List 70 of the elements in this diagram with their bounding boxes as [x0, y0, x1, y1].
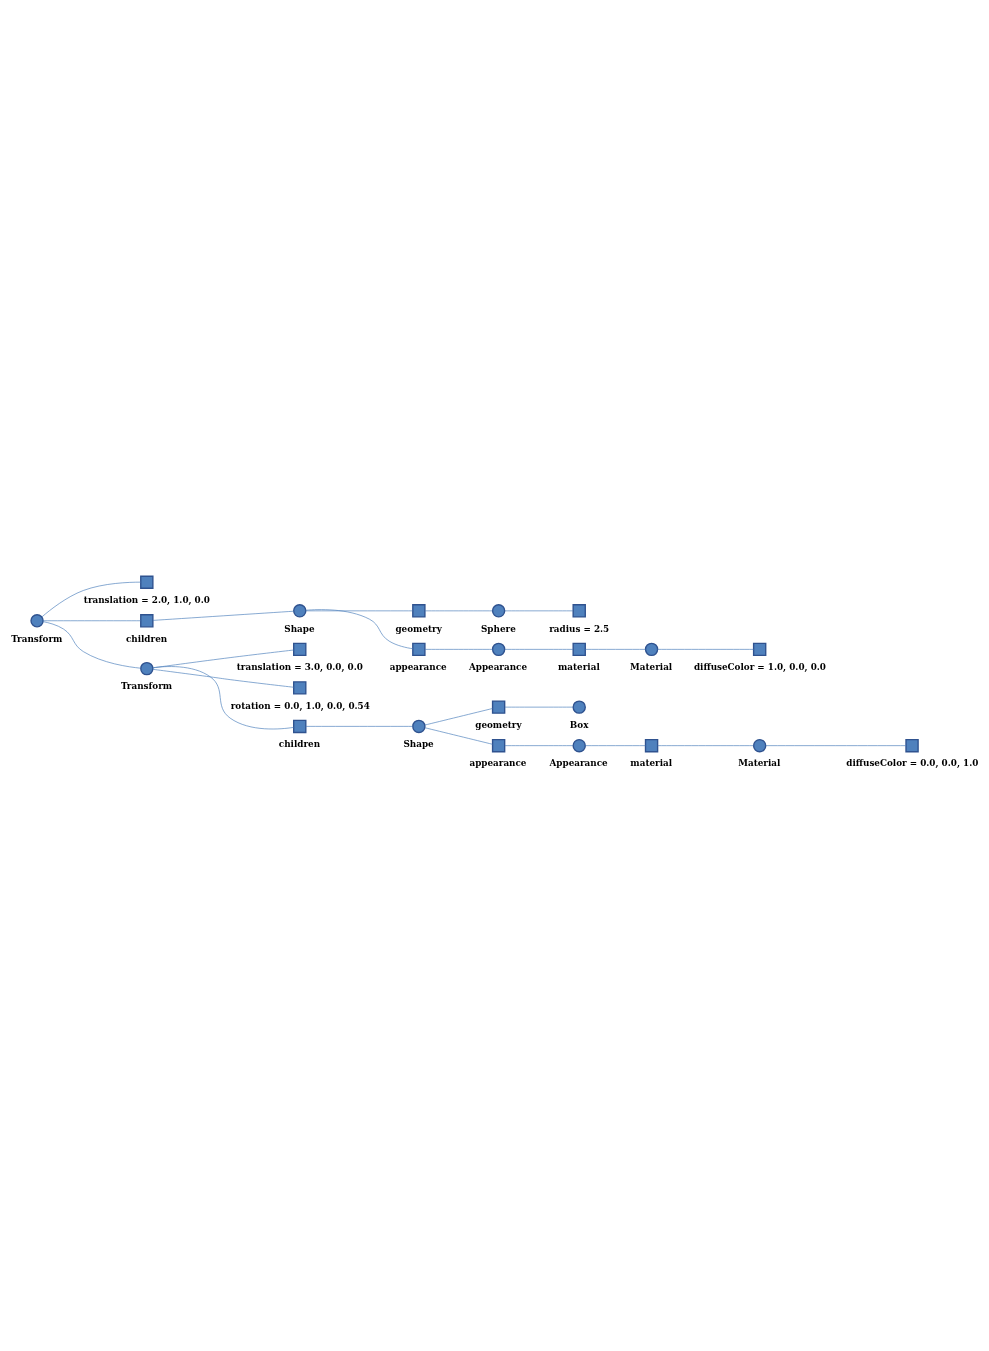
node-box [491, 700, 506, 714]
node-box [644, 738, 659, 753]
node-label: Material [738, 758, 781, 769]
node-box [905, 738, 919, 753]
node-label: Transform [120, 681, 173, 692]
node-label: Box [569, 719, 589, 730]
connector [305, 726, 413, 727]
node-circle [752, 738, 767, 753]
connector [424, 649, 493, 650]
node-box [140, 575, 154, 589]
node-circle [491, 604, 506, 618]
node-circle [572, 700, 586, 714]
node-circle [293, 604, 307, 618]
connector [504, 649, 574, 650]
connector [41, 581, 141, 618]
node-label: geometry [395, 623, 442, 634]
node-box [572, 604, 586, 618]
node-label: geometry [475, 719, 522, 730]
connector [152, 669, 294, 688]
node-circle [491, 642, 506, 657]
connector [152, 610, 294, 621]
node-circle [572, 738, 586, 753]
connector [152, 666, 294, 730]
node-circle [140, 661, 154, 676]
node-label: diffuseColor = 0.0, 0.0, 1.0 [846, 758, 979, 769]
node-box [491, 738, 506, 753]
node-label: Material [630, 662, 673, 673]
node-box [412, 642, 426, 657]
node-label: Sphere [481, 623, 516, 634]
node-box [293, 719, 307, 734]
connector [424, 727, 493, 745]
node-label: Appearance [549, 758, 608, 769]
connector [585, 745, 646, 746]
node-label: material [558, 662, 600, 673]
node-label: children [125, 633, 168, 644]
node-box [752, 642, 767, 657]
node-label: material [630, 758, 673, 769]
node-label: diffuseColor = 1.0, 0.0, 0.0 [693, 662, 826, 673]
node-label: translation = 2.0, 1.0, 0.0 [83, 595, 210, 606]
node-box [412, 604, 426, 618]
connector [305, 609, 414, 650]
node-label: radius = 2.5 [549, 623, 610, 634]
connector [504, 745, 574, 746]
connector [42, 620, 141, 622]
node-label: Shape [403, 739, 434, 750]
node-label: Transform [11, 633, 63, 644]
node-label: rotation = 0.0, 1.0, 0.0, 0.54 [230, 700, 370, 711]
connector [504, 706, 574, 708]
connector [657, 745, 754, 746]
connector [424, 610, 493, 612]
connector [42, 621, 141, 669]
node-box [293, 642, 307, 657]
node-label: Shape [284, 623, 315, 634]
connector [657, 649, 754, 650]
connector [585, 649, 646, 650]
connector [305, 610, 413, 612]
node-label: appearance [469, 758, 527, 769]
node-box [572, 642, 586, 657]
node-circle [30, 614, 44, 628]
connector [504, 610, 574, 612]
node-circle [644, 642, 659, 657]
connector [765, 745, 907, 746]
node-box [140, 614, 154, 628]
node-label: appearance [389, 662, 447, 673]
node-label: children [278, 739, 321, 750]
node-circle [412, 719, 426, 734]
connector [424, 708, 493, 726]
node-label: Appearance [468, 662, 528, 673]
node-box [293, 681, 307, 695]
node-label: translation = 3.0, 0.0, 0.0 [236, 662, 363, 673]
